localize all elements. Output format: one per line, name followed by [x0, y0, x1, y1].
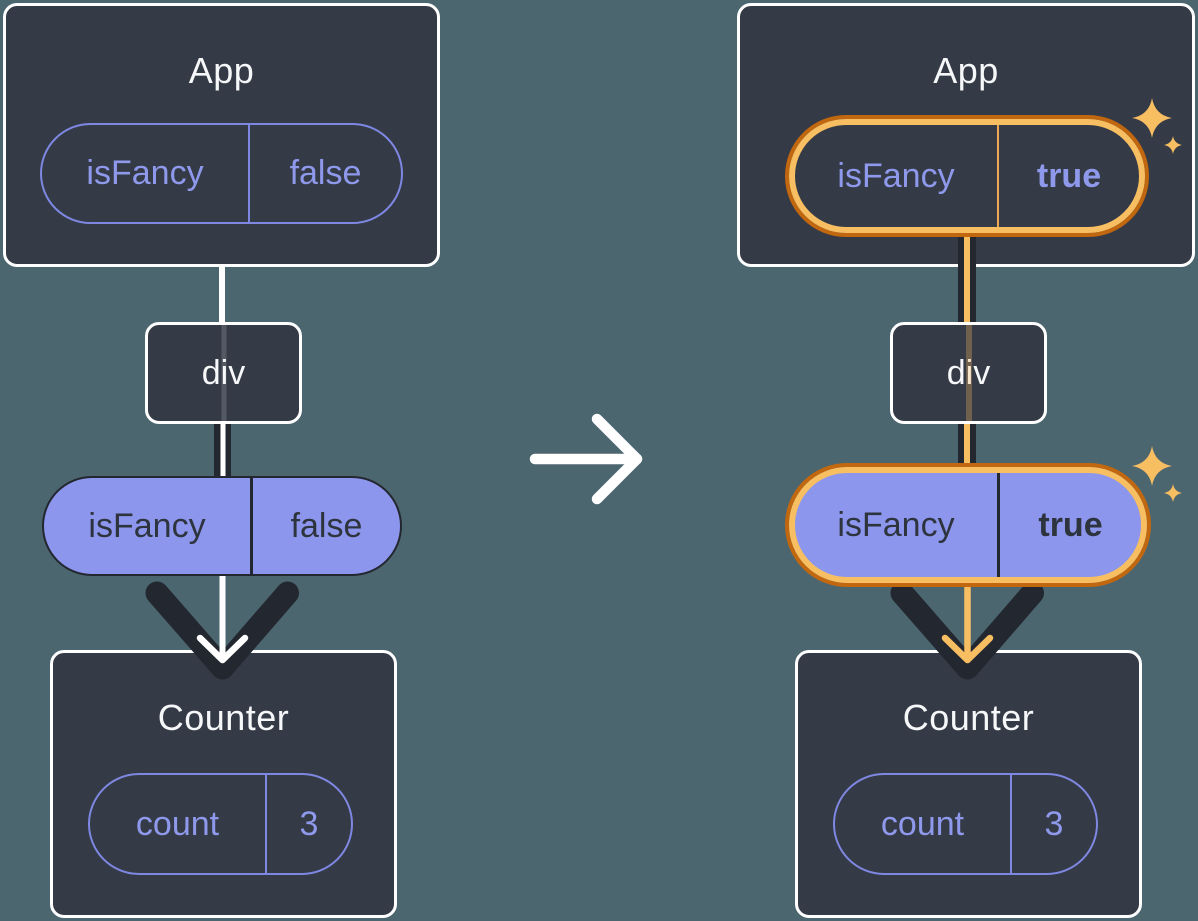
prop-value: true — [1036, 156, 1102, 195]
prop-name: isFancy — [795, 125, 999, 227]
state-value: 3 — [1044, 804, 1064, 843]
left-edge-app-to-div — [219, 265, 225, 325]
left-counter-state-pill: count 3 — [88, 773, 353, 875]
left-app-card: App isFancy false — [3, 3, 440, 267]
state-name: count — [90, 775, 267, 873]
left-prop-arrow — [145, 571, 299, 680]
transition-arrow-icon — [529, 413, 643, 505]
right-prop-arrow — [890, 578, 1044, 680]
prop-value: false — [289, 154, 362, 192]
prop-name: isFancy — [795, 473, 1000, 577]
prop-name: isFancy — [42, 125, 250, 222]
state-name: count — [835, 775, 1012, 873]
right-prop-pipe-core — [964, 226, 970, 325]
right-div-stripe — [965, 325, 972, 421]
right-prop-pipe-top — [958, 226, 976, 325]
state-value: 3 — [299, 804, 319, 843]
right-counter-state-pill: count 3 — [833, 773, 1098, 875]
left-passed-prop-pill: isFancy false — [42, 476, 402, 576]
sparkles-icon — [1132, 98, 1182, 154]
prop-name: isFancy — [44, 478, 253, 574]
left-prop-pipe — [214, 420, 231, 481]
left-div-label: div — [201, 353, 246, 392]
right-app-prop-pill-highlighted: isFancy true — [785, 115, 1149, 237]
left-app-title: App — [188, 50, 255, 91]
left-counter-title: Counter — [157, 697, 290, 738]
left-prop-pipe-core — [220, 420, 225, 481]
left-app-prop-pill: isFancy false — [40, 123, 403, 224]
left-div-card: div — [145, 322, 302, 424]
prop-value: true — [1038, 505, 1103, 544]
left-div-stripe — [221, 325, 226, 421]
prop-value: false — [290, 506, 363, 545]
right-app-title: App — [933, 50, 999, 91]
right-prop-pipe-core — [964, 420, 970, 481]
right-div-card: div — [890, 322, 1047, 424]
left-counter-card: Counter count 3 — [50, 650, 397, 918]
right-counter-card: Counter count 3 — [795, 650, 1142, 918]
right-counter-title: Counter — [902, 697, 1035, 738]
sparkles-icon — [1132, 446, 1182, 502]
right-passed-prop-pill-highlighted: isFancy true — [785, 463, 1151, 587]
right-div-label: div — [946, 353, 991, 392]
